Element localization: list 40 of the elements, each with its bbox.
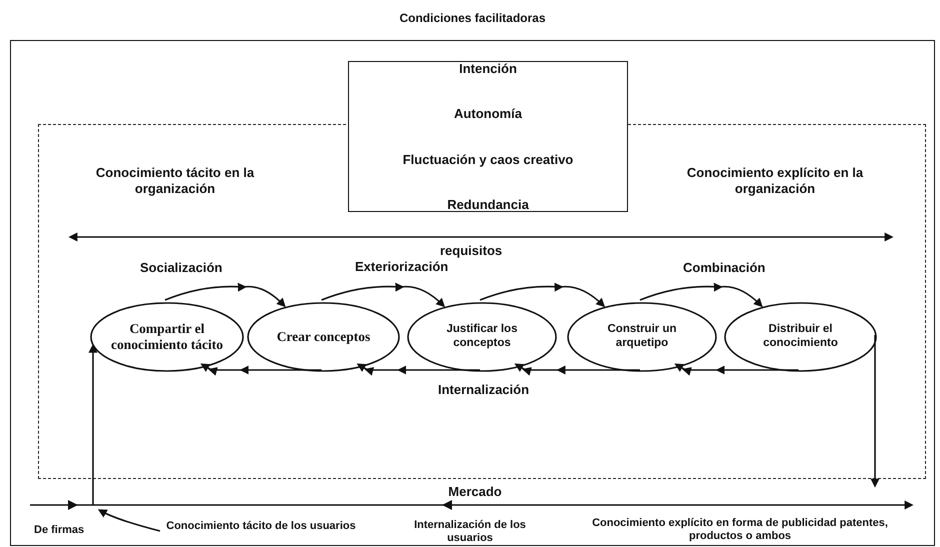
condition-text: Redundancia [446, 197, 530, 213]
text-label: Conocimiento explícito en la organización [686, 165, 864, 196]
condition-text: Fluctuación y caos creativo [402, 152, 574, 168]
arrow [674, 364, 798, 376]
process-ellipse [247, 302, 400, 372]
text-label: Mercado [447, 484, 503, 500]
text-label: Socialización [140, 260, 224, 276]
process-ellipse [567, 302, 717, 372]
text-label: Conocimiento explícito en forma de publicidad patentes, productos o ambos [591, 517, 889, 544]
text-label: Exteriorización [355, 259, 450, 275]
text-label: requisitos [440, 243, 504, 259]
arrow [321, 282, 445, 307]
arrow [870, 335, 880, 488]
ellipse-label: Crear conceptos [276, 328, 372, 346]
arrow [514, 364, 640, 376]
process-ellipse [724, 302, 877, 372]
annotation-text: Conocimiento tácito de los usuarios [161, 520, 361, 547]
text-label: Internalización de los usuarios [413, 519, 527, 546]
text-label: Conocimiento tácito en la organización [94, 165, 256, 196]
process-ellipse [90, 302, 244, 372]
ellipse-label: Justificar los conceptos [446, 323, 518, 351]
text-label: Combinación [683, 260, 766, 276]
ellipse-label: Construir un arquetipo [606, 323, 678, 351]
conditions-box [348, 61, 628, 212]
text-label: De firmas [34, 524, 86, 538]
dashed-frame [38, 124, 926, 479]
arrow [200, 364, 322, 376]
arrow [88, 344, 98, 505]
arrow [480, 282, 605, 307]
ellipse-label: Compartir el conocimiento tácito [110, 320, 224, 354]
arrow [640, 282, 763, 307]
ellipse-label: Distribuir el conocimiento [762, 323, 839, 351]
frame-heading: Condiciones facilitadoras [398, 11, 547, 25]
leader-line [98, 509, 160, 532]
arrow [356, 364, 480, 376]
text-label: Internalización [438, 382, 530, 398]
arrow [164, 282, 286, 307]
process-ellipse [407, 302, 557, 372]
condition-text: Autonomía [453, 106, 523, 122]
condition-text: Intención [458, 61, 518, 77]
